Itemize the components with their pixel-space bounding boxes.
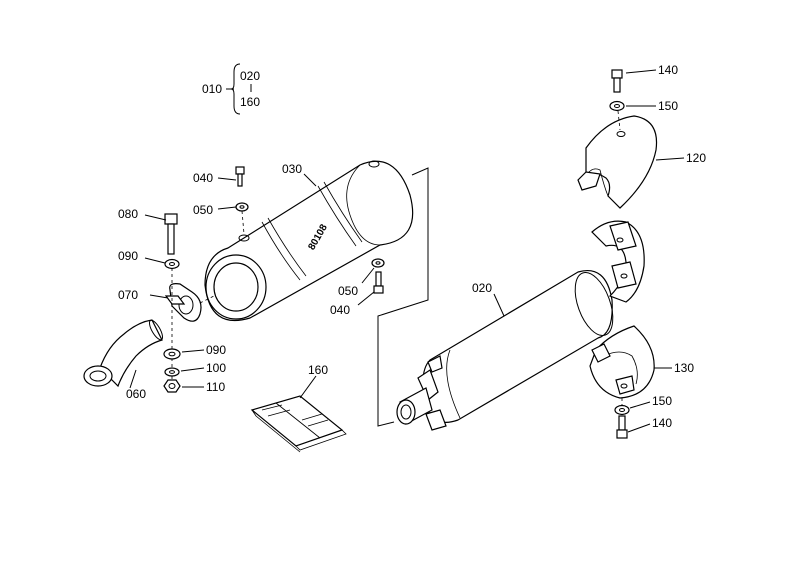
label-040-top: 040 [193, 171, 213, 185]
group-label-010: 010 [202, 82, 222, 96]
label-050-bottom: 050 [338, 284, 358, 298]
label-120: 120 [686, 151, 706, 165]
part-050-washer-top: 050 [193, 202, 249, 235]
label-090-lower: 090 [206, 343, 226, 357]
label-150-top: 150 [658, 99, 678, 113]
part-100-spring-washer: 100 [164, 361, 226, 377]
part-130-lower-shell: 130 [589, 325, 694, 408]
part-060-pipe: 060 [83, 319, 163, 401]
label-090-upper: 090 [118, 249, 138, 263]
label-070: 070 [118, 288, 138, 302]
label-050-top: 050 [193, 203, 213, 217]
part-140-bolt-bottom: 140 [616, 415, 672, 439]
label-020: 020 [472, 281, 492, 295]
label-100: 100 [206, 361, 226, 375]
label-040-bottom: 040 [330, 303, 350, 317]
part-150-washer-bottom: 150 [614, 394, 672, 416]
group-range-start: 020 [240, 69, 260, 83]
part-090-washer-lower: 090 [163, 343, 226, 360]
part-070-clamp: 070 [118, 283, 215, 322]
part-080-bolt: 080 [118, 207, 178, 255]
part-020-muffler: 020 [396, 270, 614, 431]
label-160: 160 [308, 363, 328, 377]
label-130: 130 [674, 361, 694, 375]
part-160-booklet: 160 [250, 363, 347, 453]
part-040-bolt-top: 040 [193, 166, 245, 187]
label-080: 080 [118, 207, 138, 221]
label-140-top: 140 [658, 63, 678, 77]
part-020-mount-bracket [591, 220, 645, 303]
label-150-bottom: 150 [652, 394, 672, 408]
part-030-cover: 80108 030 [204, 160, 414, 322]
group-reference: 010 020 160 [202, 63, 260, 115]
group-range-end: 160 [240, 95, 260, 109]
part-040-bolt-bottom: 040 [330, 271, 384, 317]
label-110: 110 [206, 380, 225, 394]
part-120-upper-shell: 120 [577, 115, 706, 209]
label-140-bottom: 140 [652, 416, 672, 430]
part-090-washer-upper: 090 [118, 249, 180, 270]
part-110-nut: 110 [163, 379, 225, 394]
part-050-washer-bottom: 050 [338, 258, 385, 298]
assembly-bracket [377, 167, 429, 427]
part-140-bolt-top: 140 [611, 63, 678, 93]
label-060: 060 [126, 387, 146, 401]
label-030: 030 [282, 162, 302, 176]
part-150-washer-top: 150 [609, 99, 678, 131]
